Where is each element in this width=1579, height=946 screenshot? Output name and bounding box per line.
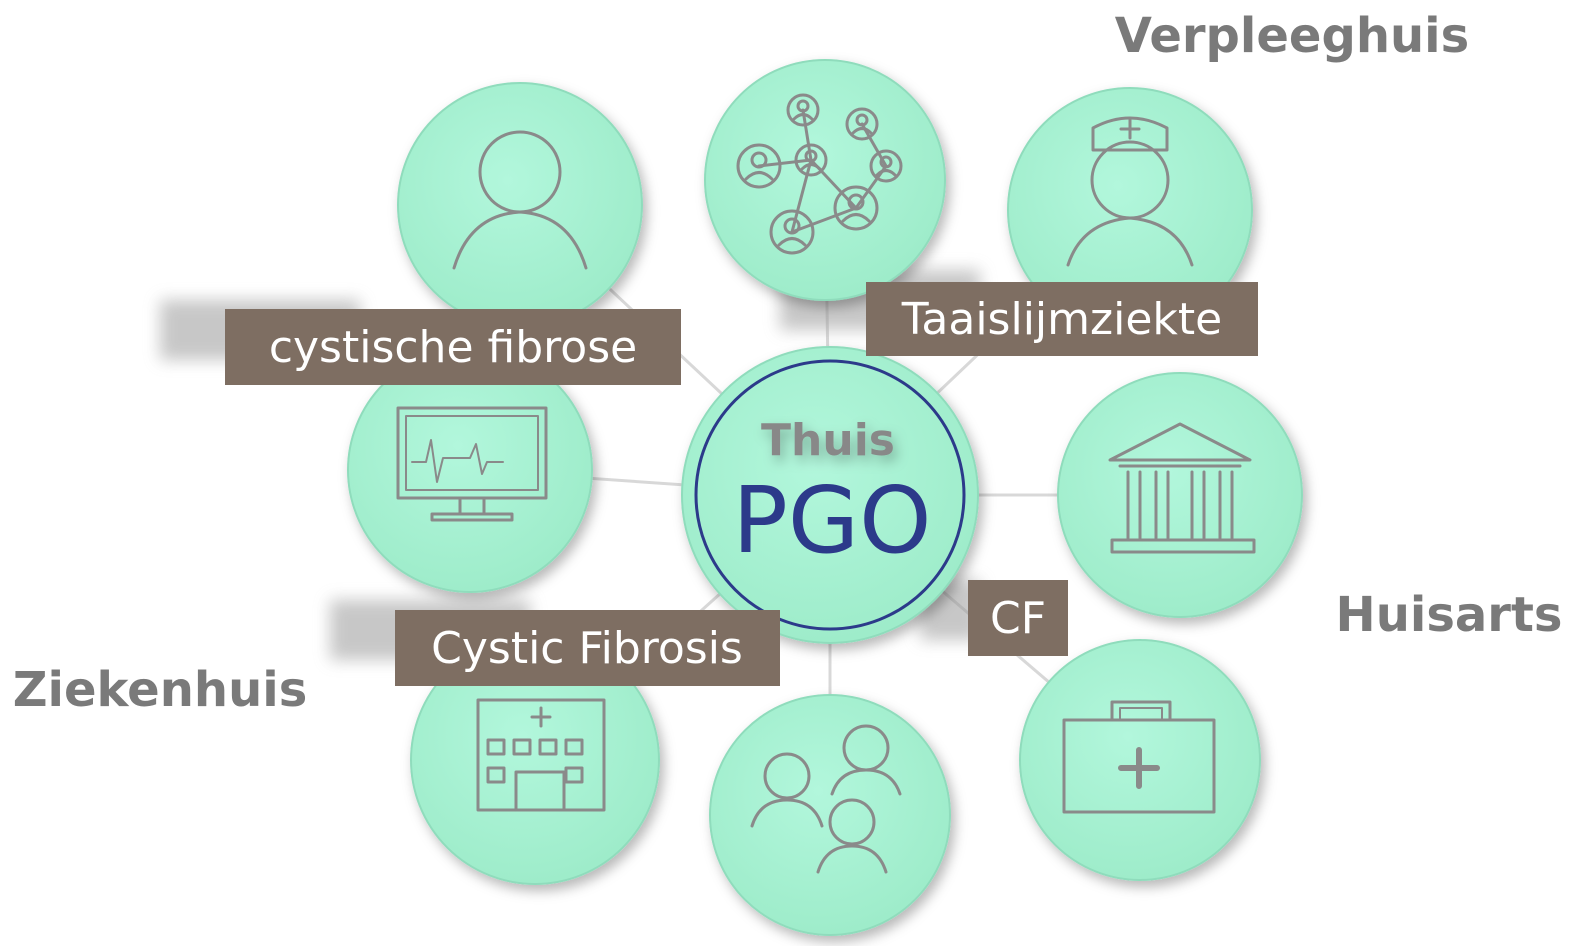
government-building-icon [1108, 422, 1256, 554]
center-ring [694, 359, 966, 631]
hospital-building-icon [476, 698, 606, 812]
medical-kit-icon [1062, 700, 1216, 814]
place-label-nursing-home: Verpleeghuis [1115, 8, 1469, 64]
node-person [397, 82, 643, 328]
network-icon [736, 93, 903, 255]
monitor-heartbeat-icon [396, 406, 548, 522]
family-group-icon [750, 724, 902, 874]
node-hospital [410, 635, 660, 885]
center-label-main: PGO [732, 467, 931, 574]
person-icon [452, 130, 588, 270]
node-nurse [1007, 87, 1253, 333]
place-label-gp: Huisarts [1336, 587, 1563, 643]
node-monitor [347, 347, 593, 593]
node-network [704, 59, 946, 301]
node-medical-kit [1019, 639, 1261, 881]
tag-cystische-fibrose: cystische fibrose [225, 309, 681, 385]
center-label-top: Thuis [761, 415, 895, 466]
nurse-icon [1066, 116, 1194, 267]
tag-label: Cystic Fibrosis [431, 623, 743, 674]
node-government [1057, 372, 1303, 618]
tag-cf: CF [968, 580, 1068, 656]
tag-taaislijmziekte: Taaislijmziekte [866, 282, 1258, 356]
center-node: Thuis PGO [681, 346, 979, 644]
tag-label: cystische fibrose [269, 322, 637, 373]
tag-label: Taaislijmziekte [901, 294, 1222, 345]
node-family [709, 694, 951, 936]
tag-label: CF [990, 593, 1046, 644]
tag-cystic-fibrosis: Cystic Fibrosis [395, 610, 780, 686]
place-label-hospital: Ziekenhuis [13, 662, 308, 718]
